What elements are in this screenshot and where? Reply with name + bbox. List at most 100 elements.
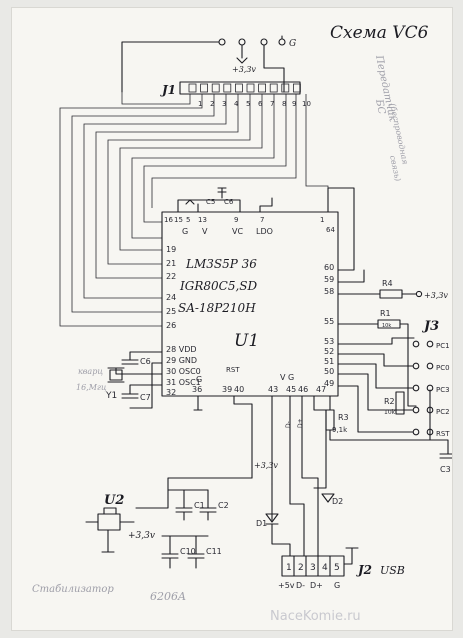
u1-top-decoupling: C5 C6: [177, 187, 355, 271]
u1-top-label-v: V: [202, 227, 208, 236]
c2-label: C2: [218, 501, 229, 510]
u1-right-pin-53: 53: [324, 337, 334, 346]
u1-right-pin-49: 49: [324, 379, 334, 388]
c6-label: C6: [140, 357, 151, 366]
u1-left-pin-29: 29 GND: [166, 356, 197, 365]
u1-left-pin-19: 19: [166, 245, 176, 254]
r1-label: R1: [380, 309, 391, 318]
j1-pin-7: 7: [270, 100, 274, 108]
j3-label-pc3: PC3: [436, 386, 450, 394]
u1-body: [161, 211, 339, 397]
r4-power-label: +3,3v: [424, 291, 448, 300]
u1-right-pin-51: 51: [324, 357, 334, 366]
diodes: D1 D2: [256, 409, 343, 557]
j1-pin-6: 6: [258, 100, 263, 108]
u1-ref: U1: [234, 331, 259, 351]
j1-pin-cell: [200, 83, 209, 93]
u1-part-line-3: SA-18P210H: [178, 301, 256, 315]
j3-label-rst: RST: [436, 430, 450, 438]
j2-pin-1: 1: [286, 563, 292, 573]
j1-pin-3: 3: [222, 100, 226, 108]
u2-output-label: +3,3v: [128, 531, 155, 541]
c11-label: C11: [206, 547, 222, 556]
j1-pin-2: 2: [210, 100, 214, 108]
usb-dp-line-label: D+: [297, 418, 304, 428]
usb-dm-line-label: D-: [285, 421, 292, 428]
c4-label: C5: [206, 198, 215, 206]
j1-pin-cell: [281, 83, 290, 93]
j2-name: USB: [380, 564, 405, 577]
u1-left-pin-31: 31 OSC1: [166, 378, 201, 387]
u2-body: [97, 513, 121, 531]
j3-pin-9: [412, 428, 420, 436]
j1-ref: J1: [160, 83, 176, 97]
top-power-terminals: +3,3v G: [121, 35, 296, 93]
u1-bottom-pin-46: 46: [298, 385, 308, 394]
crystal-y1-body: [109, 369, 123, 381]
top-power-label: +3,3v: [232, 65, 256, 74]
crystal-note-2: 16,Мгц: [76, 383, 107, 392]
j1-pin-10: 10: [302, 100, 311, 108]
j1-pin-cell: [269, 83, 278, 93]
u1-left-pin-26: 26: [166, 321, 176, 330]
u1-left-pin-24: 24: [166, 293, 176, 302]
r2-label: R2: [384, 397, 395, 406]
c10-label: C10: [180, 547, 196, 556]
c1-label: C1: [194, 501, 205, 510]
u1-bottom-label-g: G: [196, 375, 202, 384]
u1-top-label-g: G: [182, 227, 188, 236]
u1-left-pin-21: 21: [166, 259, 176, 268]
c3-label: C3: [440, 465, 451, 474]
j1-pin-cell: [292, 83, 301, 93]
r4-terminal: [415, 290, 423, 298]
j3-pin-2: [426, 340, 434, 348]
j3-label-pc0: PC0: [436, 364, 450, 372]
u1-left-pin-22: 22: [166, 272, 176, 281]
j1-pin-row: [188, 83, 301, 93]
top-ground-label: G: [289, 39, 296, 49]
j1-pin-cell: [211, 83, 220, 93]
j1-pin-1: 1: [198, 100, 202, 108]
j2-pin-5: 5: [334, 563, 340, 573]
u1-bottom-label-vg: V G: [280, 373, 294, 382]
u1-right-pin-55: 55: [324, 317, 334, 326]
j1-pin-4: 4: [234, 100, 239, 108]
u1-bottom-pin-47: 47: [316, 385, 326, 394]
terminal-1: [218, 38, 226, 46]
j1-pin-cell: [188, 83, 197, 93]
stabilizer-note: Стабилизатор: [32, 584, 114, 595]
schematic-title: Схема VC6: [330, 23, 429, 43]
crystal-circuit: C6 C7 Y1 кварц 16,Мгц: [76, 351, 163, 409]
u1-top-label-vc: VC: [232, 227, 243, 236]
u1-bottom-pin-39: 39: [222, 385, 232, 394]
j3-ref: J3: [421, 319, 439, 334]
u1-bottom-pin-43: 43: [268, 385, 278, 394]
j2-pin-3: 3: [310, 563, 316, 573]
terminal-2: [238, 38, 246, 46]
r3-value: 9,1k: [332, 426, 348, 434]
r2-value: 10k: [384, 409, 396, 416]
u1-bottom-wiring: D- D+: [193, 395, 327, 557]
u1-right-pin-59: 59: [324, 275, 334, 284]
u1-top-pin-64: 64: [326, 226, 335, 234]
u1-left-pin-28: 28 VDD: [166, 345, 197, 354]
j3-pin-5: [412, 384, 420, 392]
side-note: Передатчик БС (беспроводная связь): [373, 53, 410, 182]
crystal-ref: Y1: [105, 391, 117, 401]
u1-left-pin-25: 25: [166, 307, 176, 316]
c7-label: C7: [140, 393, 151, 402]
j2-signal-5v: +5v: [278, 581, 295, 590]
d2-label: D2: [332, 497, 343, 506]
r4-label: R4: [382, 279, 393, 288]
j2-pin-4: 4: [322, 563, 328, 573]
u1-right-pin-52: 52: [324, 347, 334, 356]
watermark: NaceKomie.ru: [270, 609, 361, 624]
terminal-4: [278, 38, 286, 46]
j1-pin-cell: [223, 83, 232, 93]
mid-power-label: +3,3v: [254, 461, 278, 470]
u1-right-pin-50: 50: [324, 367, 334, 376]
j1-pin-cell: [246, 83, 255, 93]
j2-ref: J2: [356, 563, 372, 577]
u1-top-pin-9: 9: [234, 216, 238, 224]
u2-regulator-section: +3,3v C1 C2 U2 +3,3v C10 C11: [85, 461, 278, 569]
